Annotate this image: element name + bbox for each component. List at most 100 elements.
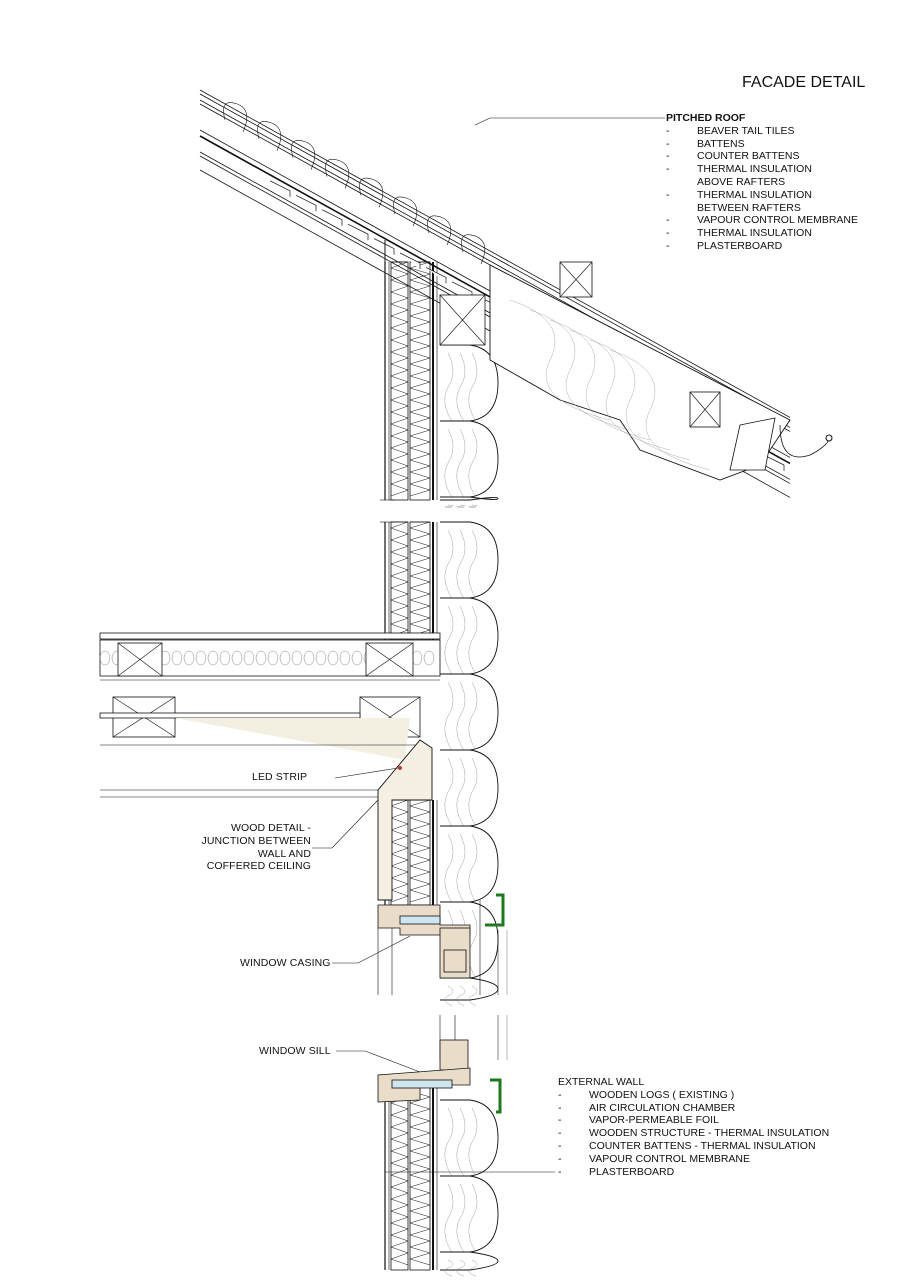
legend-item-text: COUNTER BATTENS — [697, 150, 800, 163]
label-wood-detail-line: COFFERED CEILING — [206, 860, 311, 873]
window-frame-bottom — [439, 1039, 469, 1071]
wood-grain — [468, 529, 478, 599]
led-strip-dot — [398, 766, 402, 770]
legend-item-text: WOODEN LOGS ( EXISTING ) — [589, 1088, 735, 1101]
insulation-pebble — [243, 650, 255, 666]
legend-item-text: COUNTER BATTENS - THERMAL INSULATION — [589, 1139, 816, 1152]
wooden-log — [440, 1175, 499, 1253]
wood-grain — [444, 605, 454, 675]
wood-grain — [468, 909, 478, 979]
legend-dash: - — [666, 214, 670, 227]
label-led-strip: LED STRIP — [252, 771, 308, 783]
insulation-roll — [359, 177, 384, 208]
led-leader-line — [334, 767, 399, 779]
wood-grain — [468, 504, 478, 508]
wooden-log — [440, 521, 499, 599]
wooden-log — [440, 1099, 499, 1177]
wood-grain — [444, 757, 454, 827]
wood-grain — [456, 681, 466, 751]
insulation-pebble — [171, 650, 183, 666]
external-wall-legend: EXTERNAL WALL -WOODEN LOGS ( EXISTING )-… — [558, 1076, 829, 1178]
label-wood-detail-line: WOOD DETAIL - — [230, 822, 311, 834]
label-window-casing: WINDOW CASING — [240, 957, 331, 969]
label-window-sill: WINDOW SILL — [259, 1045, 331, 1057]
legend-item-text: VAPOUR CONTROL MEMBRANE — [589, 1152, 751, 1165]
insulation-pebble — [267, 650, 279, 666]
insulation-layer — [409, 1084, 431, 1271]
roof-tile — [763, 454, 785, 472]
insulation-pebble — [291, 650, 303, 666]
wood-grain — [444, 681, 454, 751]
legend-dash: - — [558, 1165, 562, 1178]
legend-dash: - — [666, 124, 670, 137]
insulation-pebble — [339, 650, 351, 666]
wood-grain — [468, 605, 478, 675]
roof-tile — [295, 194, 317, 212]
legend-item: -VAPOUR CONTROL MEMBRANE — [558, 1153, 829, 1166]
legend-dash: - — [666, 137, 670, 150]
wooden-log — [440, 825, 499, 903]
wooden-log — [440, 344, 499, 422]
wooden-log — [440, 977, 499, 1001]
legend-item: -THERMAL INSULATION BETWEEN RAFTERS — [666, 189, 858, 215]
insulation-roll — [427, 215, 452, 246]
legend-dash: - — [558, 1127, 562, 1140]
pitched-roof-heading: PITCHED ROOF — [666, 112, 746, 124]
insulation-roll — [325, 158, 350, 189]
drawing-title: FACADE DETAIL — [742, 74, 866, 91]
insulation-zigzag — [390, 799, 409, 903]
legend-item-text: AIR CIRCULATION CHAMBER — [589, 1101, 736, 1114]
wood-grain — [468, 428, 478, 498]
legend-item: -VAPOUR CONTROL MEMBRANE — [666, 214, 858, 227]
legend-item-text: PLASTERBOARD — [589, 1165, 675, 1178]
line — [439, 294, 486, 346]
wooden-log — [440, 597, 499, 675]
label-wood-detail: WOOD DETAIL - JUNCTION BETWEEN WALL AND … — [201, 822, 311, 873]
legend-item-text: BATTENS — [697, 137, 745, 150]
roof-tile — [399, 252, 421, 269]
wood-grain — [444, 1183, 454, 1253]
led-light-cone — [175, 718, 410, 760]
wood-grain — [456, 1183, 466, 1253]
legend-item-text: THERMAL INSULATION — [697, 227, 812, 240]
legend-item-text: WOODEN STRUCTURE - THERMAL INSULATION — [589, 1127, 830, 1140]
legend-item-text: VAPOR-PERMEABLE FOIL — [589, 1114, 719, 1127]
wood-grain — [444, 1259, 454, 1277]
green-flashing — [485, 893, 505, 927]
roof-tile — [321, 209, 343, 226]
legend-item-text: THERMAL INSULATION BETWEEN RAFTERS — [697, 188, 812, 214]
insulation-pebble — [351, 650, 363, 666]
wood-grain — [444, 504, 454, 508]
wood-grain — [589, 339, 691, 461]
wood-grain — [468, 1183, 478, 1253]
wood-grain — [444, 833, 454, 903]
line — [365, 642, 414, 677]
insulation-pebble — [279, 650, 291, 666]
insulation-pebble — [99, 650, 111, 666]
line — [117, 642, 163, 677]
insulation-roll — [291, 140, 316, 170]
insulation-zigzag — [409, 799, 431, 903]
insulation-zigzag — [409, 261, 431, 497]
wooden-log — [440, 1251, 499, 1271]
wood-grain — [468, 1259, 478, 1277]
window-head-glazing — [399, 915, 441, 925]
legend-dash: - — [666, 150, 670, 163]
roof-tile — [347, 223, 369, 241]
roof-tile — [425, 267, 447, 284]
gutter-bead — [825, 434, 833, 442]
wood-grain — [444, 428, 454, 498]
legend-item-text: BEAVER TAIL TILES — [697, 124, 795, 137]
insulation-pebble — [255, 650, 267, 666]
insulation-roll — [393, 196, 418, 227]
insulation-pebble — [219, 650, 231, 666]
wood-grain — [468, 985, 478, 1006]
insulation-zigzag — [390, 261, 409, 497]
legend-item: - BATTENS — [666, 138, 858, 151]
insulation-pebble — [327, 650, 339, 666]
pitched-roof-legend: PITCHED ROOF -BEAVER TAIL TILES-BATTENS-… — [666, 112, 858, 253]
legend-dash: - — [558, 1139, 562, 1152]
wooden-log — [440, 749, 499, 827]
